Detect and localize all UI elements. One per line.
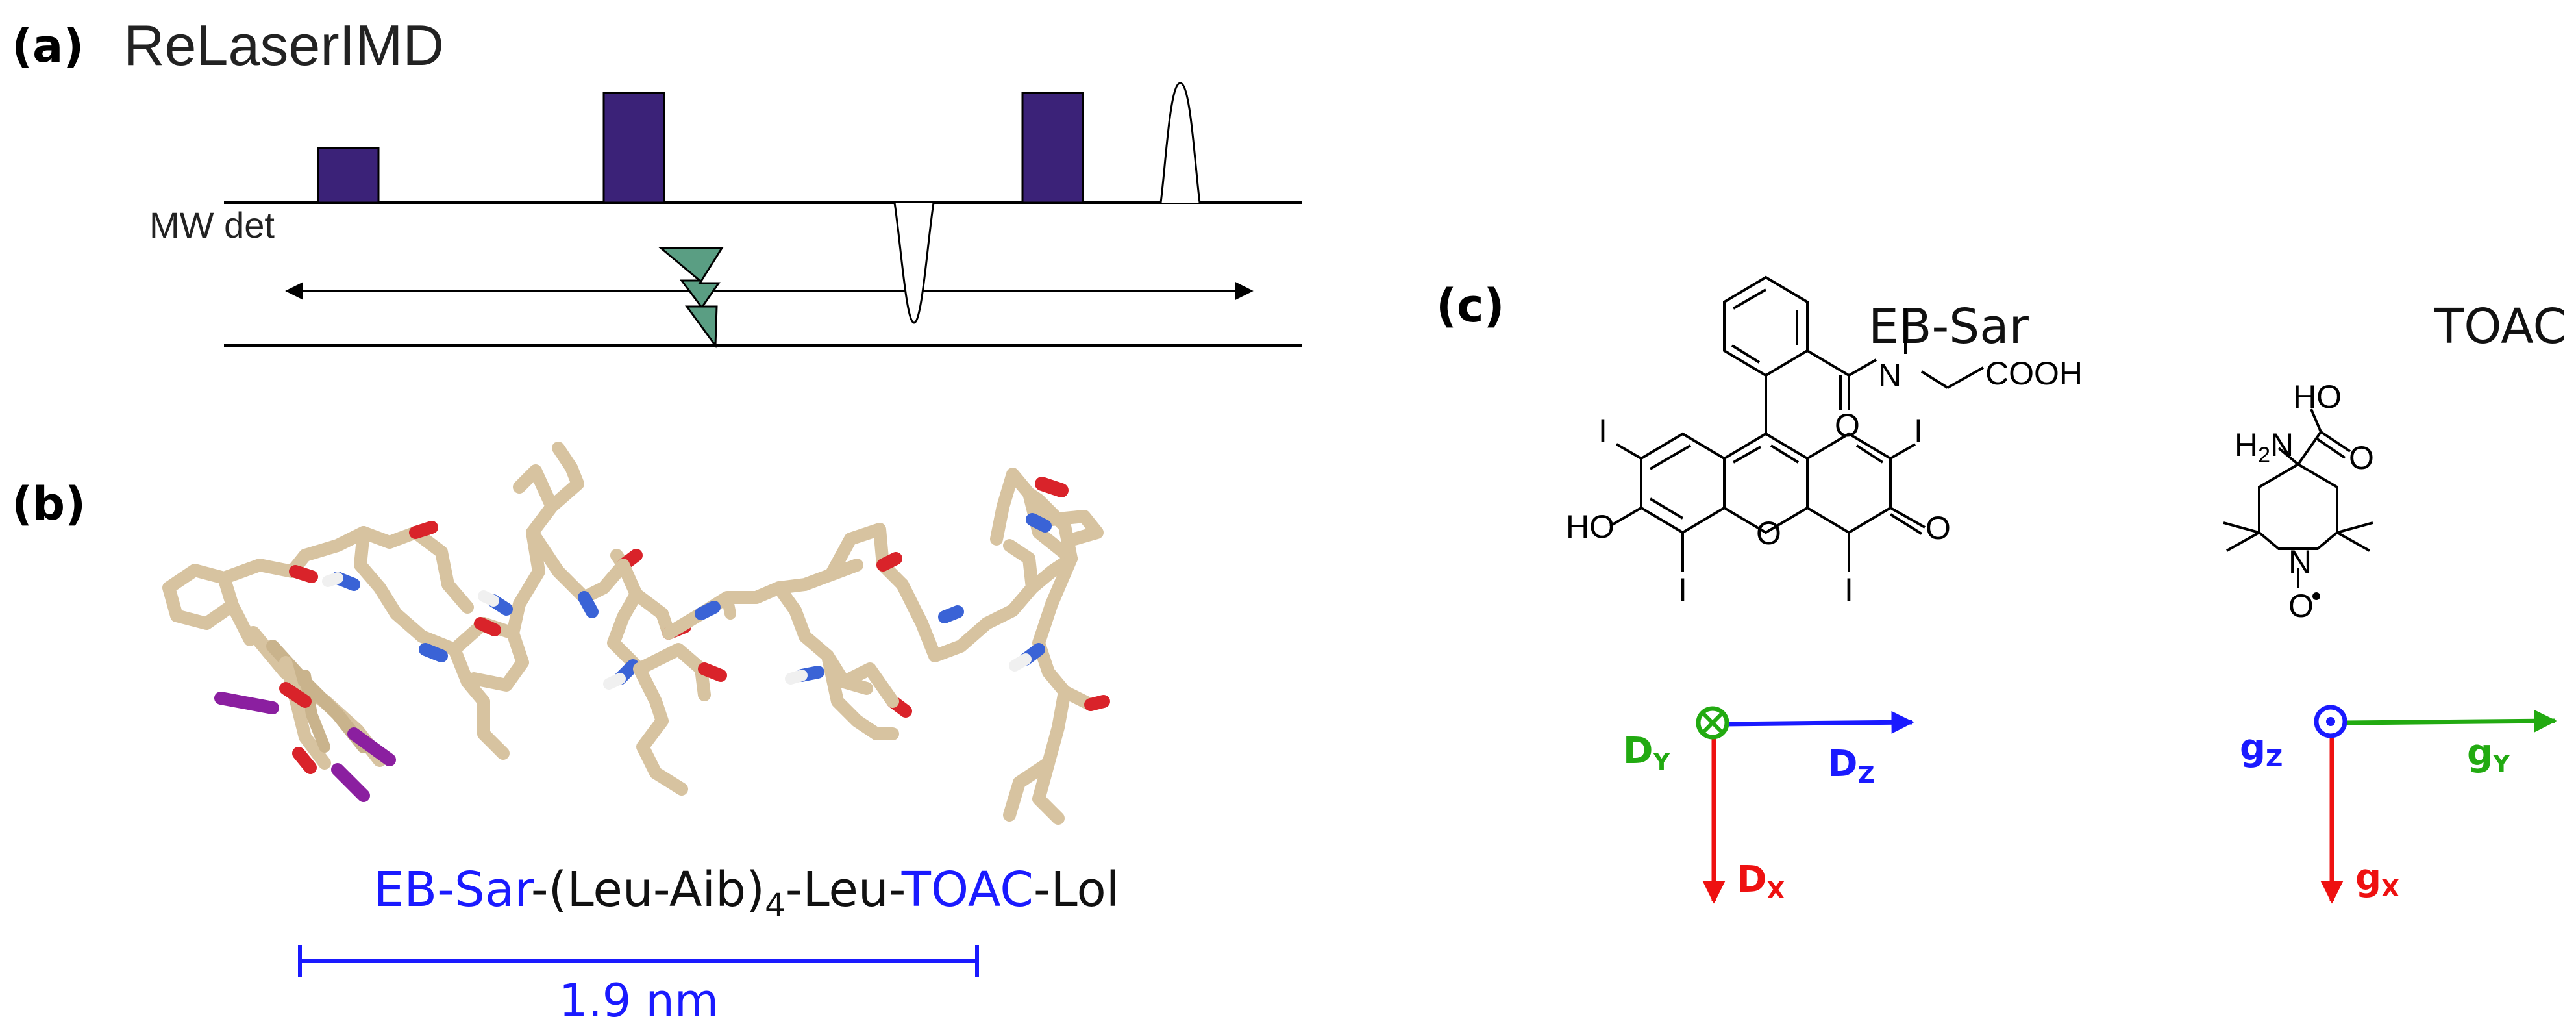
echo-negative (893, 202, 935, 324)
g-x-label: gX (2355, 857, 2399, 902)
backbone-segment-1 (217, 526, 422, 584)
toac-title: TOAC (2434, 299, 2566, 355)
seq-part-leu: -Leu- (786, 862, 904, 918)
eb-sar-i-left: I (1598, 412, 1607, 449)
eb-sar-n: N (1878, 357, 1901, 394)
pulse-pi-half (317, 147, 380, 204)
into-page-icon (1696, 706, 1729, 740)
toac-ho: HO (2293, 379, 2342, 415)
toac-o: O (2349, 440, 2374, 476)
panel-a-label: (a) (12, 19, 84, 73)
panel-a-title: ReLaserIMD (123, 13, 444, 77)
radical-dot-icon (2312, 592, 2320, 600)
toac-o-radical: O (2288, 588, 2314, 624)
eb-sar-i-bottom-left: I (1678, 572, 1687, 608)
d-tensor-axes: DY DZ DX (1623, 706, 1914, 904)
g-y-label: gY (2467, 732, 2510, 777)
toac-h2n: H2N (2235, 427, 2294, 468)
peptide-stick-model (162, 442, 1110, 825)
laser-flash-icon (658, 247, 724, 349)
d-x-label: DX (1737, 859, 1785, 904)
d-z-label: DZ (1827, 743, 1875, 788)
eb-sar-title: EB-Sar (1868, 299, 2029, 355)
eb-sar-atom-labels: N O COOH I I HO O O I I (1566, 355, 2083, 608)
echo-positive (1159, 82, 1201, 203)
xanthene-core (214, 626, 396, 802)
g-y-arrow (2343, 709, 2557, 733)
pulse-pi-1 (602, 92, 665, 204)
mw-det-label: MW det (149, 205, 275, 245)
eb-sar-cooh: COOH (1985, 355, 2083, 392)
g-tensor-axes: gZ gY gX (2240, 705, 2557, 904)
panel-b: (b) (12, 442, 1120, 1027)
seq-part-toac: TOAC (901, 862, 1034, 918)
panel-b-label: (b) (12, 477, 86, 531)
d-z-arrow (1723, 710, 1914, 734)
pulse-pi-2 (1021, 92, 1084, 204)
toac-atom-labels: HO H2N O N O (2235, 379, 2374, 624)
seq-part-leu-aib: -(Leu-Aib) (531, 862, 765, 918)
out-of-page-icon (2314, 705, 2347, 738)
panel-c: (c) EB-Sar TOAC (1436, 275, 2566, 904)
peptide-sequence: EB-Sar-(Leu-Aib)4-Leu-TOAC-Lol (374, 862, 1120, 924)
scale-bar-label: 1.9 nm (559, 974, 719, 1027)
eb-sar-structure (1609, 275, 1984, 572)
eb-sar-i-bottom-right: I (1844, 572, 1853, 608)
eb-sar-o-ketone: O (1926, 510, 1951, 546)
toac-structure (2223, 408, 2373, 588)
scale-bar (298, 945, 979, 977)
seq-part-lol: -Lol (1034, 862, 1119, 918)
toac-n: N (2288, 544, 2312, 580)
eb-sar-o-carbonyl: O (1835, 407, 1860, 444)
seq-part-eb-sar: EB-Sar (374, 862, 535, 918)
eb-sar-ho: HO (1566, 509, 1615, 545)
panel-a: (a) ReLaserIMD MW det (12, 13, 1302, 349)
g-z-label: gZ (2240, 727, 2283, 772)
panel-c-label: (c) (1436, 279, 1504, 333)
seq-subscript: 4 (765, 886, 786, 924)
d-y-label: DY (1623, 730, 1670, 775)
eb-sar-o-ring: O (1756, 515, 1781, 551)
eb-sar-i-right: I (1914, 412, 1923, 449)
